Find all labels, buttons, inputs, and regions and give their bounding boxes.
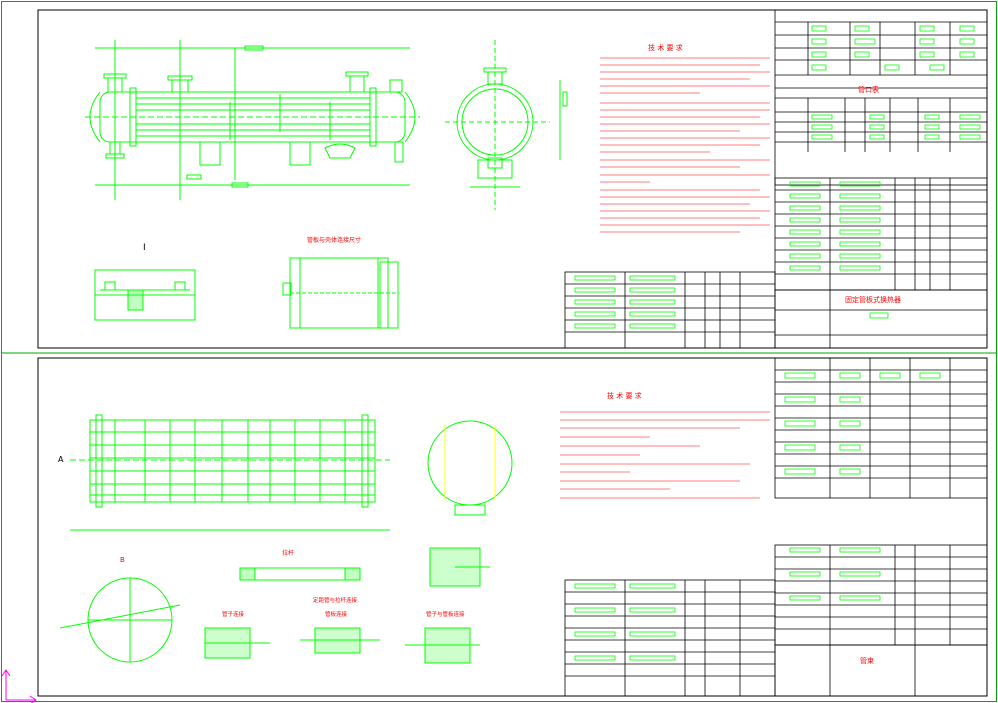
heat-exchanger-side-view	[445, 40, 568, 210]
small-details	[204, 547, 490, 664]
tube-bundle-view	[70, 414, 390, 531]
sheet2-tables	[564, 357, 988, 697]
sheet2-border	[37, 357, 988, 697]
detail-I-label: I	[143, 243, 146, 253]
sheet1-notes	[600, 57, 770, 233]
sheet2-left-label: A	[58, 455, 64, 464]
heat-exchanger-front-view	[85, 40, 420, 200]
sheet2-notes-title: 技 术 要 求	[607, 391, 642, 400]
sheet1-notes-title: 技 术 要 求	[648, 43, 683, 52]
baffle-plate	[59, 577, 181, 663]
plate-title: 管板与壳体连接尺寸	[307, 236, 361, 244]
sheet2-title-block: 管束	[860, 656, 874, 665]
detail-I	[94, 269, 196, 321]
plate-detail	[282, 257, 399, 329]
tube-label3: 管子与管板连接	[426, 610, 465, 618]
sheet1-table-cells	[811, 25, 981, 140]
rod-label: 拉杆	[282, 549, 294, 557]
sheet1-title-block: 固定管板式换热器	[845, 295, 901, 304]
baffle-label: B	[120, 556, 125, 564]
sheet1-bom	[564, 177, 988, 349]
tube-label2: 管板连接	[325, 610, 348, 618]
ucs-icon	[1, 669, 37, 703]
sheet1-data-table	[774, 9, 988, 186]
tube-label1: 管子连接	[222, 610, 245, 618]
sheet1-table-title: 管口表	[858, 85, 879, 94]
spacer-label: 定距管与拉杆连接	[313, 596, 358, 604]
tube-sheet-circle	[427, 420, 513, 516]
sheet2-table-cells	[574, 372, 941, 661]
sheet2-notes	[560, 411, 770, 499]
rod-detail	[239, 567, 361, 581]
sheet1-bom-cells	[574, 181, 889, 329]
